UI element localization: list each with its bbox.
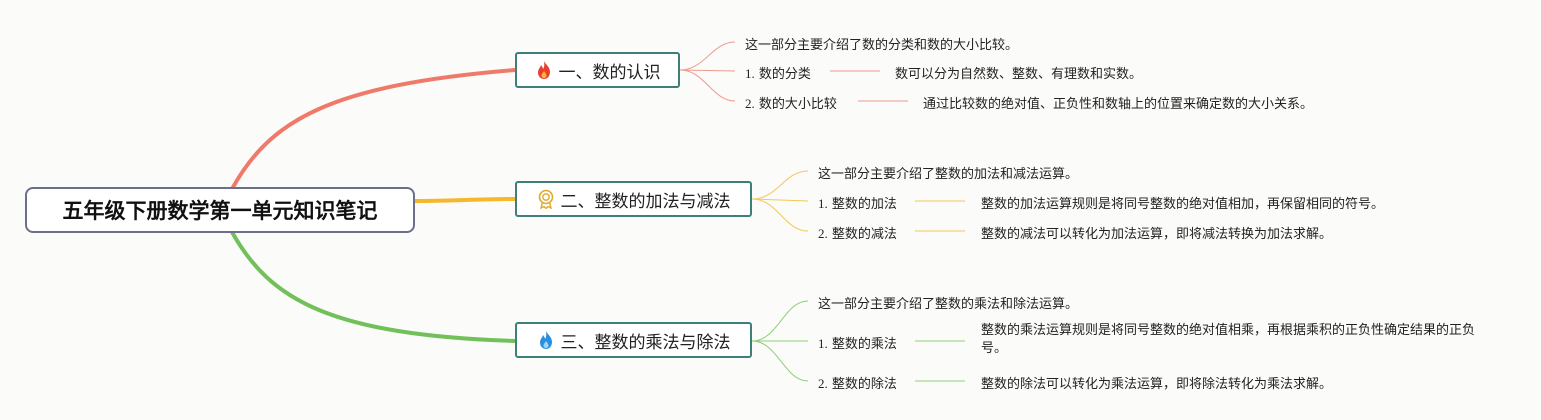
branch-1-item-1-num: 1.: [745, 66, 755, 81]
branch-1-item-2-label: 数的大小比较: [758, 97, 837, 112]
connector-b2-intro: [751, 170, 809, 200]
branch-3-item-1[interactable]: 1. 整数的乘法: [818, 333, 897, 352]
branch-3-item-2[interactable]: 2. 整数的除法: [818, 373, 897, 392]
root-title: 五年级下册数学第一单元知识笔记: [62, 199, 378, 223]
connector-root-branch-3: [230, 231, 516, 343]
branch-2-item-1-num: 1.: [818, 196, 828, 211]
branch-title-3: 三、整数的乘法与除法: [560, 332, 731, 353]
branch-2-item-2-detail: 整数的减法可以转化为加法运算，即将减法转换为加法求解。: [981, 227, 1333, 242]
connector-b2-item2: [751, 198, 809, 232]
branch-2-item-2-label: 整数的减法: [831, 227, 897, 242]
blue-fire-icon: [537, 330, 555, 350]
branch-2-item-2[interactable]: 2. 整数的减法: [818, 223, 897, 242]
connector-b3-item2: [751, 340, 809, 382]
connector-b1-item1: [679, 69, 736, 72]
branch-title-1: 一、数的认识: [558, 62, 661, 83]
branch-2-intro: 这一部分主要介绍了整数的加法和减法运算。: [818, 167, 1079, 182]
connector-b2-item1: [751, 198, 809, 202]
root-node[interactable]: 五年级下册数学第一单元知识笔记: [25, 187, 415, 233]
branch-3-item-2-label: 整数的除法: [831, 377, 897, 392]
branch-2-item-2-num: 2.: [818, 226, 828, 241]
branch-3-item-2-num: 2.: [818, 376, 828, 391]
branch-3-item-1-detail: 整数的乘法运算规则是将同号整数的绝对值相乘，再根据乘积的正负性确定结果的正负号。: [981, 323, 1476, 356]
connector-root-branch-1: [230, 68, 516, 190]
branch-node-3[interactable]: 三、整数的乘法与除法: [515, 322, 752, 358]
connector-b1-item2: [679, 69, 736, 102]
branch-3-item-1-label: 整数的乘法: [831, 337, 897, 352]
fire-icon: [535, 60, 553, 80]
branch-1-item-1-detail: 数可以分为自然数、整数、有理数和实数。: [895, 67, 1143, 82]
branch-3-item-2-detail: 整数的除法可以转化为乘法运算，即将除法转化为乘法求解。: [981, 377, 1333, 392]
branch-1-item-2[interactable]: 2. 数的大小比较: [745, 93, 837, 112]
branch-node-1[interactable]: 一、数的认识: [515, 52, 680, 88]
branch-3-intro: 这一部分主要介绍了整数的乘法和除法运算。: [818, 297, 1079, 312]
branch-1-item-1-label: 数的分类: [758, 67, 811, 82]
connector-root-branch-2: [414, 197, 516, 203]
branch-2-item-1[interactable]: 1. 整数的加法: [818, 193, 897, 212]
branch-1-item-2-detail: 通过比较数的绝对值、正负性和数轴上的位置来确定数的大小关系。: [923, 97, 1314, 112]
connector-b3-intro: [751, 300, 809, 342]
branch-title-2: 二、整数的加法与减法: [560, 191, 731, 212]
branch-1-intro: 这一部分主要介绍了数的分类和数的大小比较。: [745, 38, 1019, 53]
branch-node-2[interactable]: 二、整数的加法与减法: [515, 181, 752, 217]
branch-1-item-2-num: 2.: [745, 96, 755, 111]
award-icon: [537, 189, 555, 209]
branch-2-item-1-label: 整数的加法: [831, 197, 897, 212]
branch-1-item-1[interactable]: 1. 数的分类: [745, 63, 811, 82]
connector-b1-intro: [679, 41, 736, 71]
branch-2-item-1-detail: 整数的加法运算规则是将同号整数的绝对值相加，再保留相同的符号。: [981, 197, 1385, 212]
branch-3-item-1-num: 1.: [818, 336, 828, 351]
